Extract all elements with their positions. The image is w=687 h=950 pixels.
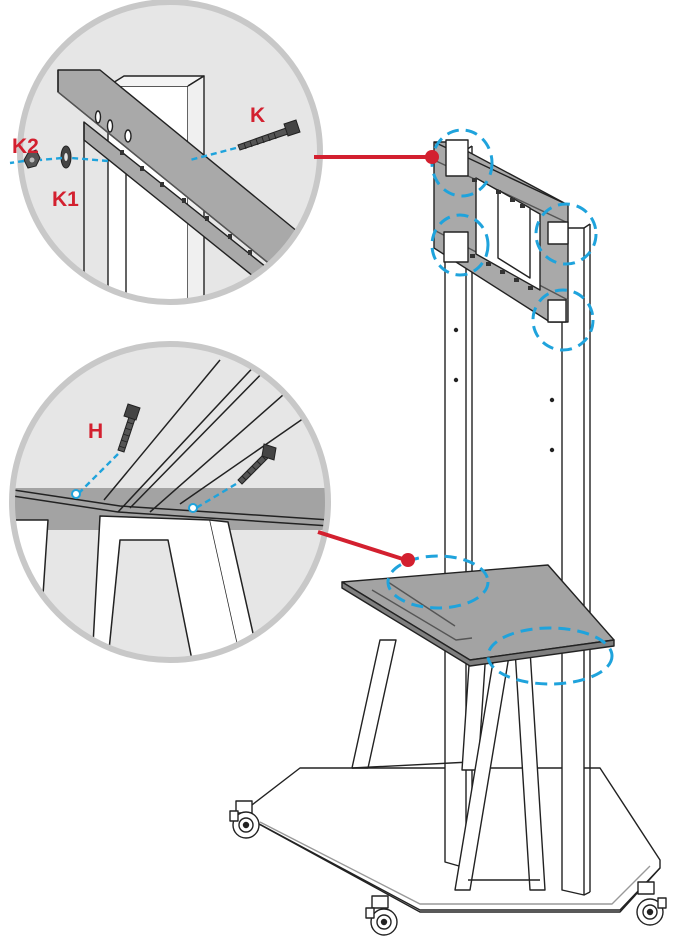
mobile-stand	[229, 139, 667, 936]
leader-line-shelf	[317, 530, 407, 562]
detail-callout-shelf	[9, 341, 331, 663]
caster-wheel-icon	[365, 895, 398, 936]
highlight-shelf-rear	[386, 554, 490, 610]
caster-wheel-icon	[636, 881, 667, 926]
caster-wheel-icon	[229, 800, 260, 839]
shelf-tray	[341, 564, 615, 667]
screw-icon	[237, 119, 301, 151]
screw-icon	[117, 403, 141, 453]
label-k1: K1	[52, 188, 79, 211]
leader-dot-bracket	[425, 150, 439, 164]
highlight-mid-right	[531, 288, 595, 352]
label-k: K	[250, 104, 265, 127]
screw-icon	[237, 443, 277, 485]
nut-icon	[23, 149, 41, 169]
shelf-legs	[351, 639, 546, 891]
highlight-shelf-front	[486, 626, 614, 686]
detail-callout-bracket	[9, 0, 323, 305]
label-h: H	[88, 420, 103, 443]
highlight-mid-left	[430, 213, 490, 277]
leader-lines	[314, 150, 439, 567]
right-upright	[549, 223, 591, 896]
highlight-markers	[386, 128, 614, 686]
leader-dot-shelf	[401, 553, 415, 567]
highlight-top-right	[534, 202, 598, 266]
label-k2: K2	[12, 135, 39, 158]
washer-icon	[60, 145, 72, 169]
